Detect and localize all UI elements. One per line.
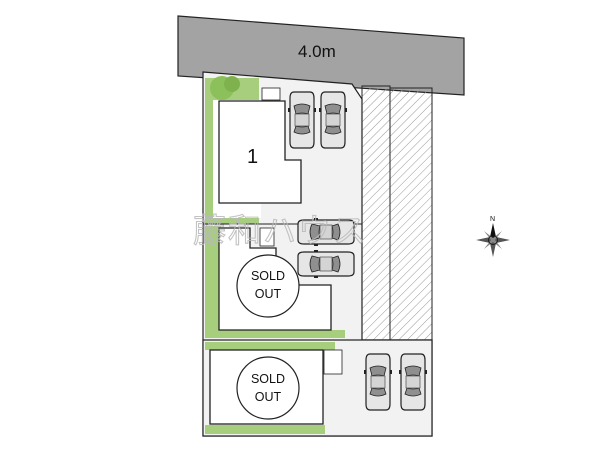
sold-out-line1: SOLD: [251, 269, 285, 283]
compass-north-label: N: [490, 216, 495, 223]
car-icon: [297, 249, 355, 279]
sold-out-line2: OUT: [255, 390, 282, 404]
lot-2-lawn: [205, 226, 221, 336]
lot-2-porch: [259, 227, 275, 247]
compass-rose-icon: [476, 223, 510, 257]
sold-out-line2: OUT: [255, 287, 282, 301]
car-icon: [287, 91, 317, 149]
sold-out-badge: [236, 254, 300, 318]
sold-out-line1: SOLD: [251, 372, 285, 386]
road-width-label: 4.0m: [298, 42, 336, 61]
lot-3-porch: [323, 349, 343, 375]
lot-3-lawn: [205, 342, 335, 350]
lot-1-building: [218, 100, 302, 204]
lot-2-lawn-bottom: [205, 330, 345, 338]
passage-strip-a: [361, 85, 391, 341]
watermark-text: 藤和ハウス: [193, 211, 368, 250]
car-icon: [363, 353, 393, 411]
tree-icon: [224, 76, 240, 92]
lot-1-porch: [261, 87, 281, 101]
lot-3-lawn-bottom: [205, 425, 325, 434]
sold-out-badge: [236, 356, 300, 420]
passage-strip-b: [389, 87, 433, 341]
car-icon: [398, 353, 428, 411]
car-icon: [318, 91, 348, 149]
lot-1-number: 1: [247, 146, 258, 168]
